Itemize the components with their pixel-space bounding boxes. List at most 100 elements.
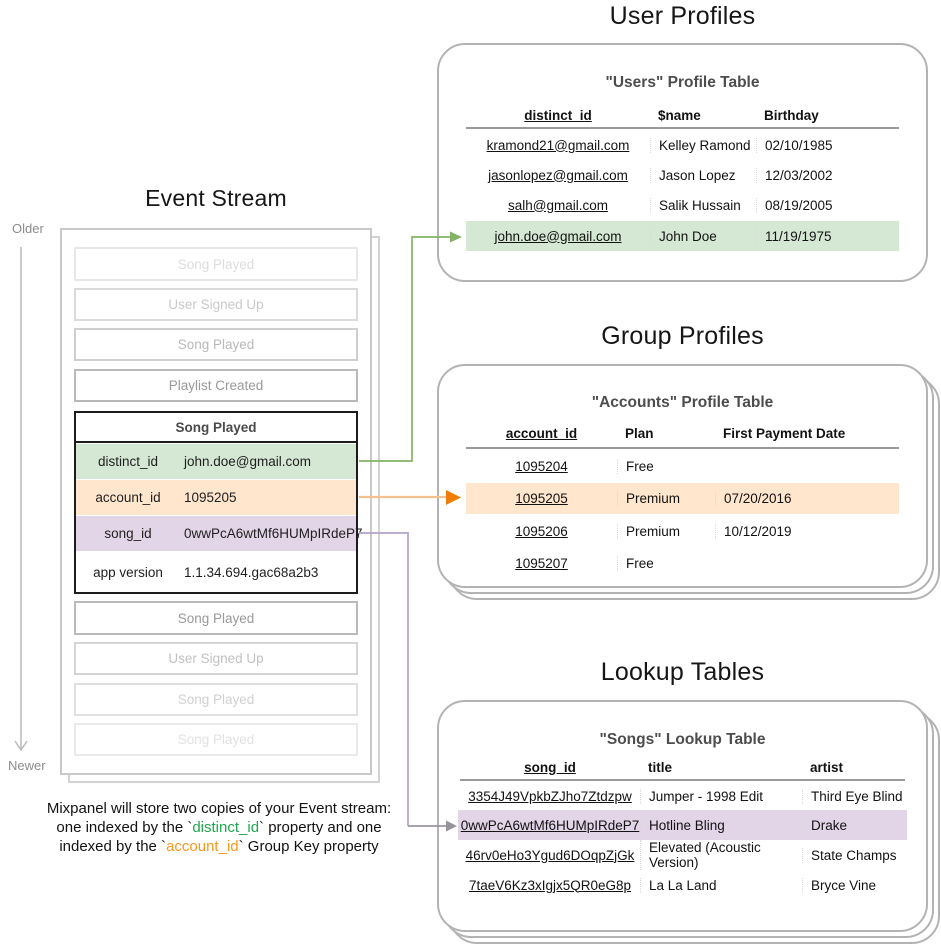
cell: 12/03/2002 — [756, 167, 899, 183]
event-box: User Signed Up — [74, 288, 358, 321]
accounts-table-title: "Accounts" Profile Table — [591, 394, 774, 411]
table-row: 1095204 Free — [466, 451, 899, 481]
caption-line1: Mixpanel will store two copies of your E… — [46, 800, 392, 817]
cell: Drake — [802, 817, 905, 833]
accounts-highlighted-row-band — [466, 483, 899, 514]
lookup-tables-title: Lookup Tables — [600, 658, 765, 686]
property-key: song_id — [104, 526, 152, 541]
table-row: 1095206 Premium 10/12/2019 — [466, 516, 899, 546]
event-box: Song Played — [74, 247, 358, 281]
cell: Premium — [617, 523, 715, 539]
property-row-song-id: song_id 0wwPcA6wtMf6HUMpIRdeP7 — [76, 515, 363, 551]
cell: jasonlopez@gmail.com — [488, 167, 628, 183]
users-highlighted-row-band — [466, 221, 899, 251]
cell: 07/20/2016 — [715, 491, 899, 506]
older-label: Older — [12, 221, 44, 236]
cell: Third Eye Blind — [802, 788, 905, 804]
column-header: artist — [810, 759, 844, 775]
event-box: Song Played — [74, 601, 358, 635]
table-row: 7taeV6Kz3xIgjx5QR0eG8p La La Land Bryce … — [460, 870, 905, 900]
event-box: User Signed Up — [74, 642, 358, 675]
cell: Jason Lopez — [650, 167, 756, 183]
cell: Jumper - 1998 Edit — [640, 788, 802, 804]
songs-table-title: "Songs" Lookup Table — [599, 731, 766, 748]
event-box: Song Played — [74, 683, 358, 716]
column-header: First Payment Date — [723, 425, 846, 441]
cell: 08/19/2005 — [756, 197, 899, 213]
column-header: Birthday — [764, 107, 819, 123]
newer-label: Newer — [8, 758, 46, 773]
table-row-highlighted: 1095205 Premium 07/20/2016 — [466, 483, 899, 514]
cell: 02/10/1985 — [756, 137, 899, 153]
property-key: distinct_id — [97, 454, 159, 469]
table-row: jasonlopez@gmail.com Jason Lopez 12/03/2… — [466, 160, 899, 190]
caption-account-id-code: account_id — [166, 838, 239, 855]
cell: Kelley Ramond — [650, 137, 756, 153]
expanded-event-title: Song Played — [76, 413, 356, 443]
cell: State Champs — [802, 847, 905, 863]
table-row: 1095207 Free — [466, 548, 899, 578]
cell: 1095207 — [515, 555, 568, 571]
songs-highlighted-row-band — [458, 810, 907, 840]
group-profiles-title: Group Profiles — [601, 322, 764, 350]
cell: 46rv0eHo3Ygud6DOqpZjGk — [465, 847, 635, 863]
table-row-highlighted: 0wwPcA6wtMf6HUMpIRdeP7 Hotline Bling Dra… — [460, 810, 905, 840]
cell: Free — [617, 458, 715, 474]
table-row: kramond21@gmail.com Kelley Ramond 02/10/… — [466, 130, 899, 160]
cell: Free — [617, 555, 715, 571]
accounts-profile-card — [437, 364, 928, 588]
property-value: 0wwPcA6wtMf6HUMpIRdeP7 — [184, 526, 363, 541]
timeline-arrow — [14, 247, 28, 752]
caption-line2-post: ` property and one — [259, 819, 382, 836]
caption-line2-pre: one indexed by the ` — [56, 819, 193, 836]
cell: 1095205 — [515, 491, 568, 506]
cell: Salik Hussain — [650, 197, 756, 213]
event-box: Song Played — [74, 723, 358, 756]
event-box: Playlist Created — [74, 369, 358, 402]
table-row-highlighted: john.doe@gmail.com John Doe 11/19/1975 — [466, 221, 899, 251]
header-rule — [466, 127, 899, 129]
header-rule — [460, 779, 905, 781]
table-row: 3354J49VpkbZJho7Ztdzpw Jumper - 1998 Edi… — [460, 781, 905, 811]
cell: Hotline Bling — [640, 817, 802, 833]
expanded-event-card: Song Played distinct_id john.doe@gmail.c… — [74, 411, 363, 594]
property-row-account-id: account_id 1095205 — [76, 479, 356, 515]
users-table-title: "Users" Profile Table — [605, 74, 760, 91]
cell: 10/12/2019 — [715, 523, 899, 539]
header-rule — [466, 447, 899, 449]
users-table-header: distinct_id $name Birthday — [466, 104, 899, 126]
cell: John Doe — [650, 228, 756, 244]
event-box: Song Played — [74, 328, 358, 361]
property-value: 1095205 — [184, 490, 237, 505]
column-header: song_id — [524, 759, 576, 775]
table-row: salh@gmail.com Salik Hussain 08/19/2005 — [466, 190, 899, 220]
property-row-app-version: app version 1.1.34.694.gac68a2b3 — [76, 551, 356, 592]
cell: 1095204 — [515, 458, 568, 474]
songs-table-header: song_id title artist — [460, 756, 905, 778]
cell: 11/19/1975 — [756, 228, 899, 244]
cell: 1095206 — [515, 523, 568, 539]
property-key: app version — [93, 564, 163, 580]
column-header: Plan — [625, 425, 654, 441]
cell: Premium — [617, 491, 715, 506]
cell: Bryce Vine — [802, 877, 905, 893]
cell: La La Land — [640, 877, 802, 893]
column-header: distinct_id — [524, 107, 592, 123]
footnote-caption: Mixpanel will store two copies of your E… — [36, 799, 402, 856]
property-key: account_id — [95, 490, 161, 505]
cell: 0wwPcA6wtMf6HUMpIRdeP7 — [460, 817, 640, 833]
property-value: 1.1.34.694.gac68a2b3 — [184, 564, 319, 580]
user-profiles-title: User Profiles — [609, 2, 756, 30]
table-row: 46rv0eHo3Ygud6DOqpZjGk Elevated (Acousti… — [460, 840, 905, 870]
cell: john.doe@gmail.com — [494, 228, 622, 244]
cell: 7taeV6Kz3xIgjx5QR0eG8p — [468, 877, 632, 893]
caption-line3-pre: indexed by the ` — [59, 838, 167, 855]
column-header: $name — [658, 107, 701, 123]
column-header: title — [648, 759, 673, 775]
property-row-distinct-id: distinct_id john.doe@gmail.com — [76, 443, 356, 479]
event-stream-title: Event Stream — [145, 185, 287, 211]
cell: salh@gmail.com — [508, 197, 608, 213]
caption-distinct-id-code: distinct_id — [192, 819, 260, 836]
cell: kramond21@gmail.com — [486, 137, 630, 153]
